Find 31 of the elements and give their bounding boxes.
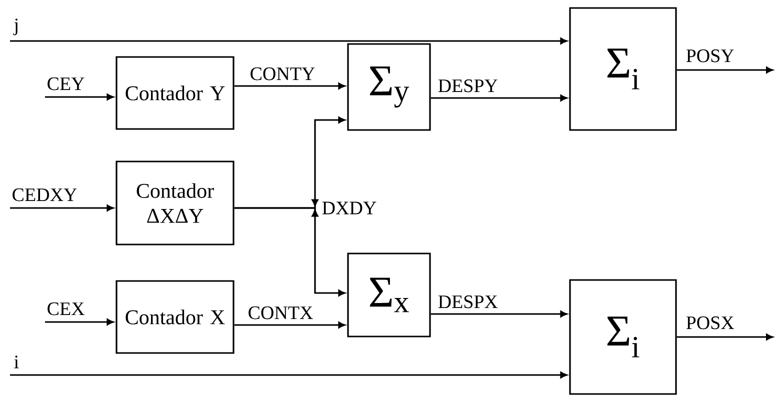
arrow bbox=[430, 94, 568, 102]
arrow bbox=[45, 94, 114, 100]
edge-label: DXDY bbox=[320, 200, 378, 216]
sum-box: Σ$_{y}$ bbox=[347, 43, 431, 131]
edge-label: DESPY bbox=[436, 78, 499, 94]
arrow bbox=[10, 38, 568, 44]
arrow bbox=[10, 204, 114, 212]
arrow bbox=[45, 318, 114, 326]
counter-box: Contador Y bbox=[116, 56, 234, 130]
edge-label: CEDXY bbox=[10, 187, 78, 202]
sum-box: Σ$_{i}$ bbox=[569, 7, 677, 131]
edge-label: CONTX bbox=[246, 305, 314, 320]
edge-label: j bbox=[12, 18, 20, 36]
sum-box: Σ$_{x}$ bbox=[347, 252, 431, 338]
edge-label: CEY bbox=[46, 76, 86, 92]
arrow bbox=[234, 322, 346, 328]
counter-box: Contador X bbox=[116, 280, 234, 354]
arrow bbox=[10, 372, 568, 378]
arrow bbox=[676, 334, 773, 340]
counter-box: Contador ΔXΔY bbox=[116, 160, 234, 246]
sum-box: Σ$_{i}$ bbox=[569, 279, 677, 395]
edge-label: CONTY bbox=[248, 66, 316, 82]
edge-label: CEX bbox=[46, 301, 86, 316]
arrow bbox=[234, 199, 346, 296]
arrow bbox=[430, 310, 568, 318]
edge-label: i bbox=[12, 354, 20, 370]
arrow bbox=[234, 82, 346, 90]
arrow bbox=[676, 66, 773, 74]
edge-label: POSY bbox=[684, 48, 736, 64]
edge-label: POSX bbox=[684, 315, 736, 330]
edge-label: DESPX bbox=[436, 294, 499, 310]
